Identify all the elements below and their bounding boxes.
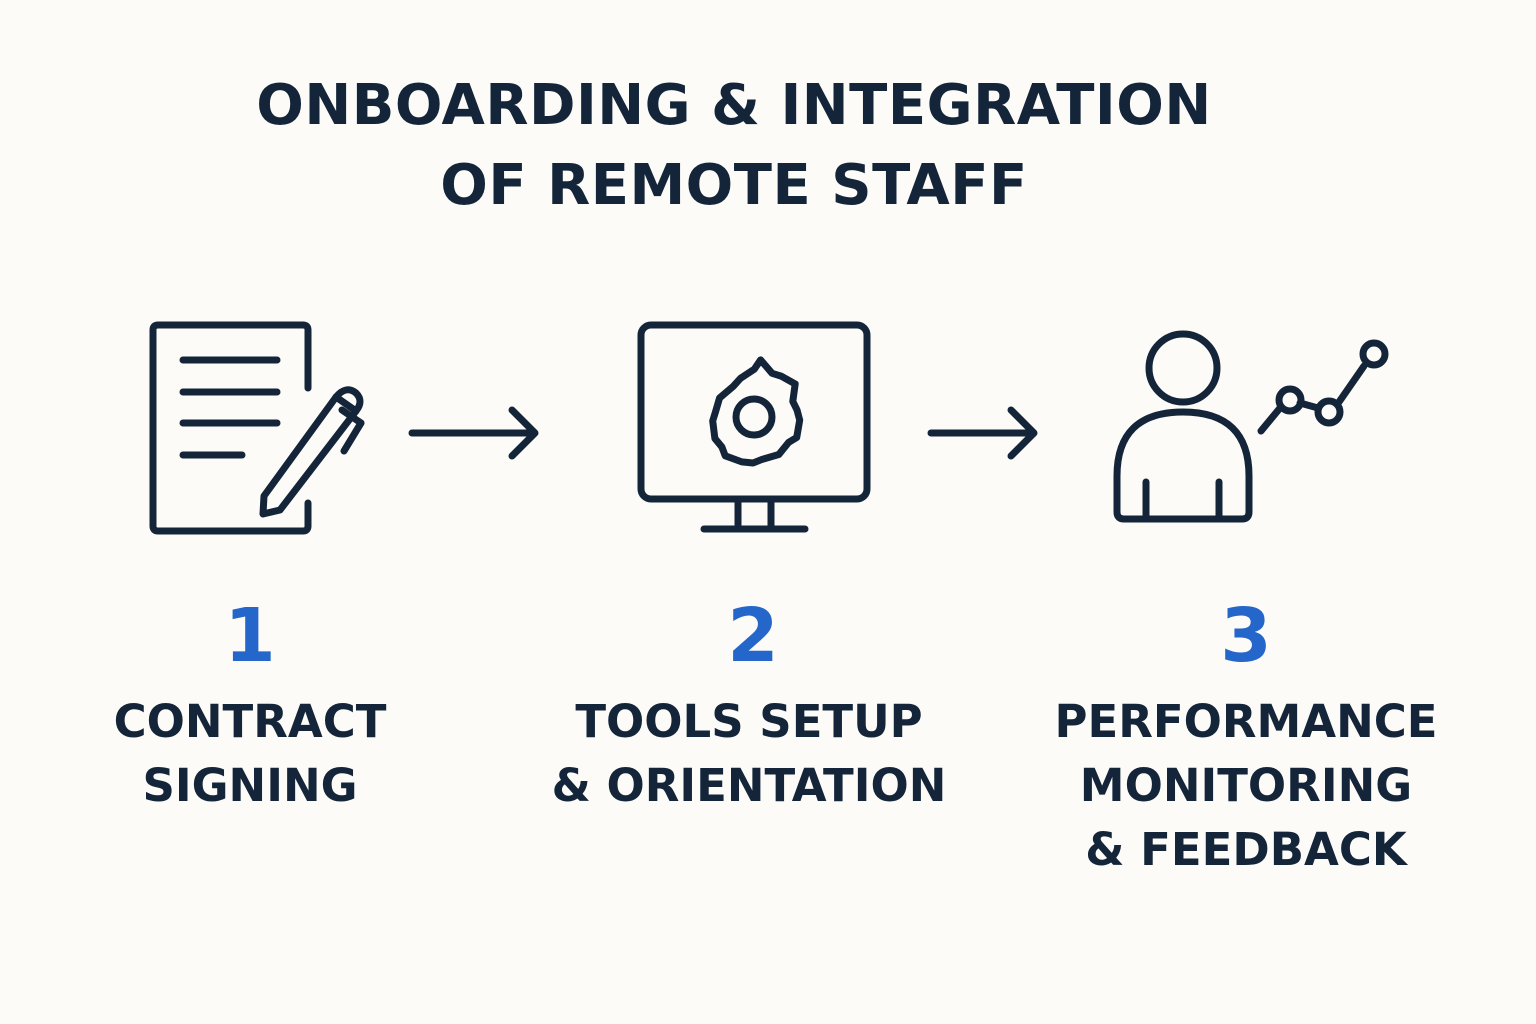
diagram-title-line-2: OF REMOTE STAFF <box>440 153 1028 218</box>
step-2-number: 2 <box>727 593 779 679</box>
step-2-label-line-1: TOOLS SETUP <box>575 695 923 748</box>
step-3-label-line-1: PERFORMANCE <box>1054 695 1438 748</box>
arrow-right-icon <box>927 406 1038 460</box>
step-1-label-line-1: CONTRACT <box>113 695 387 748</box>
step-3-label-line-3: & FEEDBACK <box>1085 823 1407 876</box>
step-2-label-line-2: & ORIENTATION <box>551 759 947 812</box>
person-growth-chart-icon <box>1113 330 1389 523</box>
monitor-gear-icon <box>637 321 871 533</box>
step-3-label: PERFORMANCE MONITORING & FEEDBACK <box>1016 690 1476 882</box>
step-1-label: CONTRACT SIGNING <box>20 690 480 818</box>
step-3-label-line-2: MONITORING <box>1079 759 1413 812</box>
step-3-number: 3 <box>1220 593 1272 679</box>
arrow-right-icon <box>408 406 539 460</box>
step-1-number: 1 <box>224 593 276 679</box>
contract-document-pen-icon <box>149 321 365 535</box>
step-2-label: TOOLS SETUP & ORIENTATION <box>519 690 979 818</box>
step-1-label-line-2: SIGNING <box>142 759 358 812</box>
diagram-title-line-1: ONBOARDING & INTEGRATION <box>256 73 1212 138</box>
